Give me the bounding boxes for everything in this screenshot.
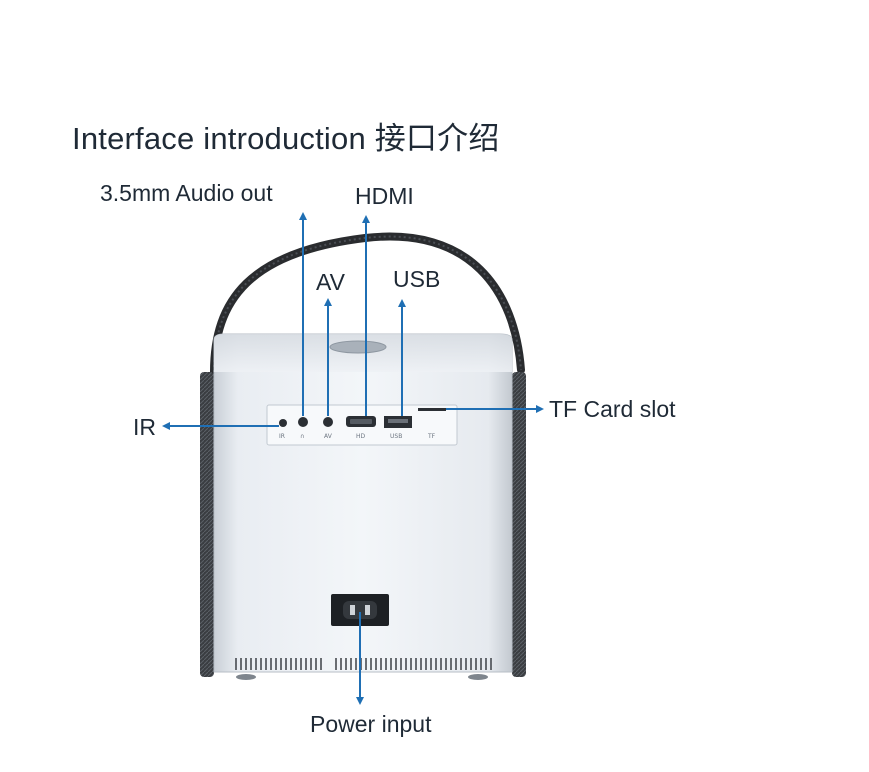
audio-jack (298, 417, 308, 427)
ir-sensor (279, 419, 287, 427)
foot-right (468, 674, 488, 680)
tf-card-slot (418, 408, 446, 411)
panel-label-ir: IR (279, 433, 285, 440)
panel-label-tf: TF (427, 433, 436, 440)
vent-grille-right (335, 658, 492, 670)
panel-label-av: AV (324, 433, 333, 440)
label-tf-card-slot: TF Card slot (549, 396, 676, 422)
foot-left (236, 674, 256, 680)
panel-label-usb: USB (390, 433, 402, 440)
vent-grille-left (235, 658, 322, 670)
label-usb: USB (393, 266, 441, 292)
left-side-strap (200, 372, 214, 677)
label-hdmi: HDMI (355, 183, 414, 209)
top-button (329, 340, 387, 354)
label-audio-out: 3.5mm Audio out (100, 180, 273, 206)
panel-label-hd: HD (356, 433, 366, 440)
page-title: Interface introduction 接口介绍 (72, 121, 500, 156)
label-power-input: Power input (310, 711, 432, 737)
label-av: AV (316, 269, 345, 295)
panel-label-headphone: ∩ (300, 433, 304, 440)
right-side-strap (512, 372, 526, 677)
label-ir: IR (133, 414, 156, 440)
av-jack (323, 417, 333, 427)
